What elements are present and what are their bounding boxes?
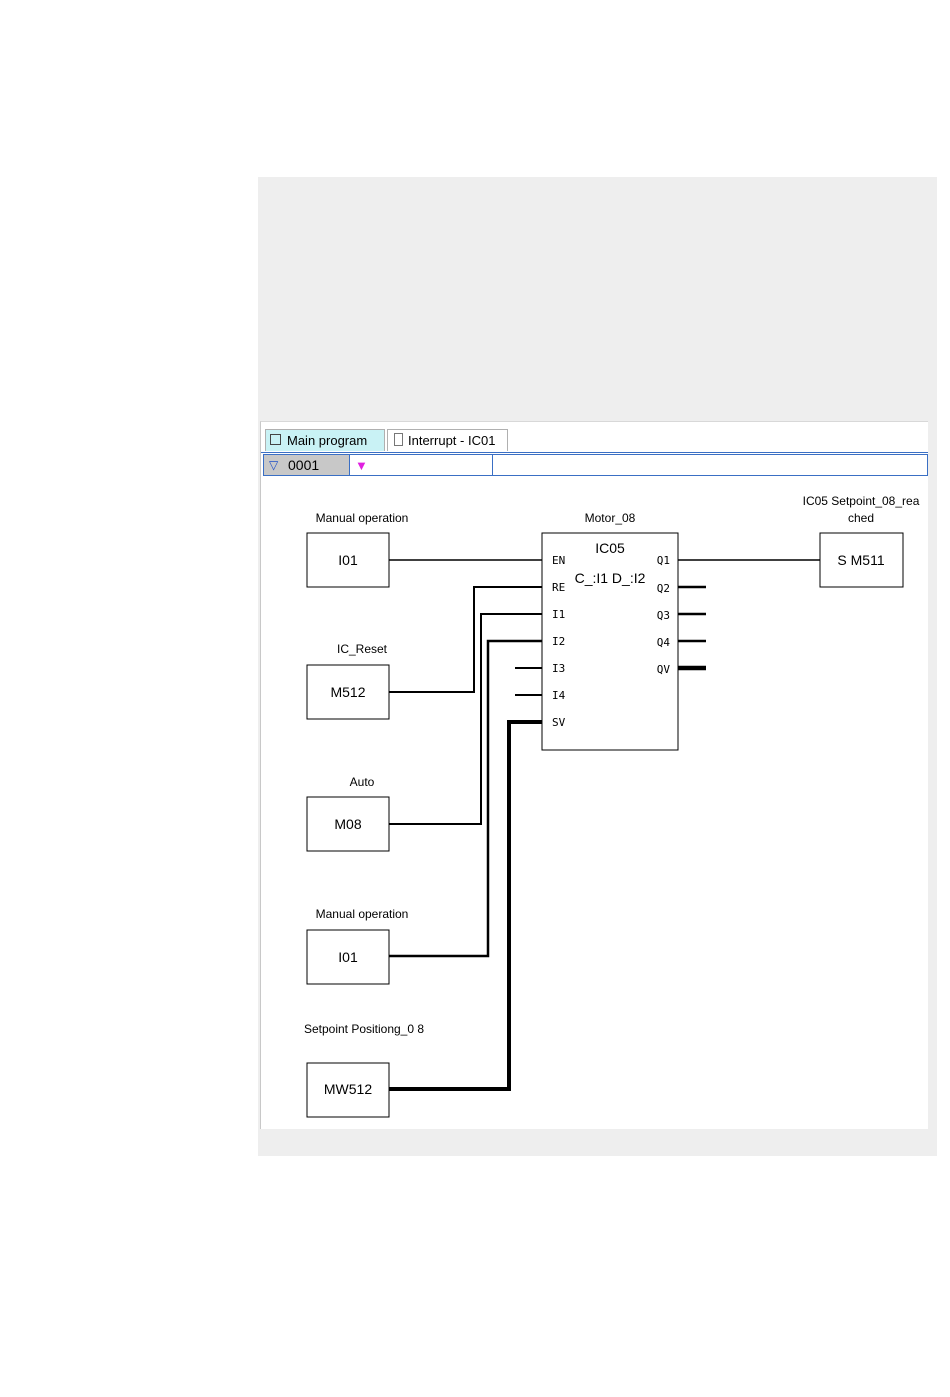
wire-m512-re	[389, 587, 542, 692]
input-operand: MW512	[324, 1081, 372, 1097]
pin-qv: QV	[657, 663, 671, 676]
output-coil-block[interactable]: IC05 Setpoint_08_rea ched S M511	[803, 494, 920, 587]
function-block-caption: Motor_08	[585, 511, 636, 525]
output-caption-line2: ched	[848, 511, 874, 525]
pin-i4: I4	[552, 689, 566, 702]
input-caption: Manual operation	[316, 511, 409, 525]
wire-i01-i2	[389, 641, 542, 956]
input-block-5[interactable]: Setpoint Positiong_0 8 MW512	[304, 1022, 424, 1117]
wire-m08-i1	[389, 614, 542, 824]
fbd-editor: Main program Interrupt - IC01 ▽ 0001 ▼ M…	[260, 421, 928, 1129]
pin-re: RE	[552, 581, 565, 594]
pin-q1: Q1	[657, 554, 670, 567]
pin-i1: I1	[552, 608, 565, 621]
input-operand: I01	[338, 552, 358, 568]
function-block-ic05[interactable]: Motor_08 IC05 C_:I1 D_:I2 EN RE I1 I2 I3…	[542, 511, 678, 750]
function-block-subtitle: C_:I1 D_:I2	[575, 570, 646, 586]
input-block-2[interactable]: IC_Reset M512	[307, 642, 389, 719]
pin-en: EN	[552, 554, 565, 567]
input-caption: Auto	[350, 775, 375, 789]
output-operand: S M511	[837, 552, 884, 568]
input-caption: IC_Reset	[337, 642, 388, 656]
input-block-3[interactable]: Auto M08	[307, 775, 389, 851]
input-operand: M512	[330, 684, 365, 700]
input-block-1[interactable]: Manual operation I01	[307, 511, 408, 587]
output-caption-line1: IC05 Setpoint_08_rea	[803, 494, 920, 508]
function-block-name: IC05	[595, 540, 625, 556]
pin-sv: SV	[552, 716, 566, 729]
input-caption: Manual operation	[316, 907, 409, 921]
pin-i2: I2	[552, 635, 565, 648]
input-caption: Setpoint Positiong_0 8	[304, 1022, 424, 1036]
pin-q3: Q3	[657, 609, 670, 622]
input-operand: M08	[334, 816, 361, 832]
input-block-4[interactable]: Manual operation I01	[307, 907, 408, 984]
fbd-diagram: Manual operation I01 IC_Reset M512 Auto …	[261, 422, 928, 1129]
pin-q2: Q2	[657, 582, 670, 595]
pin-i3: I3	[552, 662, 565, 675]
pin-q4: Q4	[657, 636, 671, 649]
input-operand: I01	[338, 949, 358, 965]
